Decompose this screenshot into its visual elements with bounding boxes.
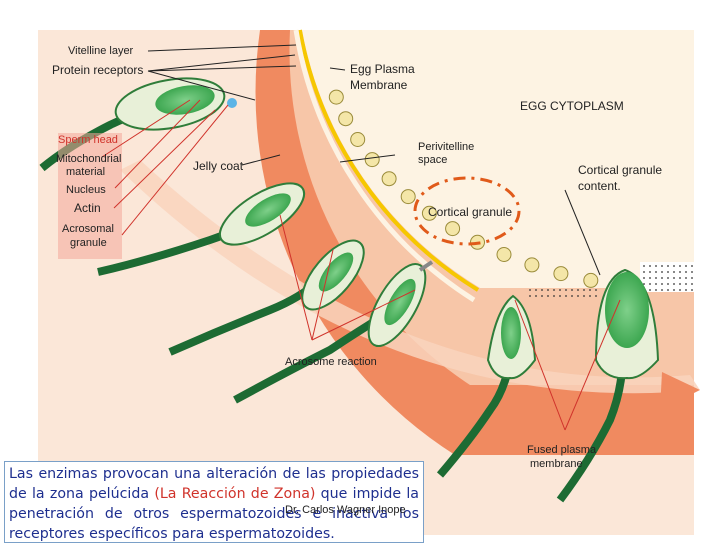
arrow-head <box>660 372 700 410</box>
cortical-granule <box>421 205 437 221</box>
sperm-head-label: Sperm head <box>58 134 118 146</box>
label-pointers <box>147 44 601 276</box>
acrosomal-label-2: granule <box>70 237 107 249</box>
cortical-granule <box>400 189 416 205</box>
sperm-4 <box>233 260 434 404</box>
fused-plasma-label-1: Fused plasma <box>527 444 597 456</box>
cortical-granule <box>350 132 366 147</box>
vitelline-layer-label: Vitelline layer <box>68 45 134 57</box>
cortical-granule <box>583 272 599 288</box>
sperm-head-legend-box <box>58 133 122 259</box>
sperm-5 <box>436 294 537 478</box>
cortical-granule-label: Cortical granule <box>428 205 512 219</box>
egg-plasma-label-1: Egg Plasma <box>350 62 415 76</box>
fused-plasma-label-2: membrane <box>530 458 583 470</box>
cortical-granule <box>328 89 344 105</box>
egg-plasma-label-2: Membrane <box>350 78 408 92</box>
mitochondrial-label-2: material <box>66 166 105 178</box>
sperm-2 <box>97 182 306 276</box>
egg-plasma-membrane <box>298 29 480 292</box>
red-pointers <box>101 99 621 431</box>
sperm-6 <box>556 268 660 503</box>
cortical-granule-content-dots <box>640 262 694 292</box>
perivitelline-label-2: space <box>418 154 447 166</box>
perivitelline-space <box>293 29 476 303</box>
author-credit: Dr. Carlos Wagner Inope <box>285 504 406 516</box>
caption-highlight: (La Reacción de Zona) <box>154 486 316 502</box>
caption-text-2: que impide la penetración de otros esper… <box>9 486 419 542</box>
cortical-granule <box>524 257 540 273</box>
actin-label: Actin <box>74 201 101 215</box>
movement-arrow <box>120 160 700 394</box>
egg-cytoplasm-label: EGG CYTOPLASM <box>520 99 624 113</box>
sperm-3 <box>168 239 365 356</box>
cortical-granule <box>338 111 354 127</box>
cortical-content-label-2: content. <box>578 179 621 193</box>
egg-cytoplasm <box>302 30 694 288</box>
cortical-granule <box>364 152 380 168</box>
caption-text-1: Las enzimas provocan una alteración de l… <box>9 466 419 502</box>
acrosomal-label-1: Acrosomal <box>62 223 114 235</box>
cortical-granule <box>445 221 461 237</box>
cortical-granule <box>381 171 397 187</box>
cortical-granule <box>553 266 569 282</box>
cortical-content-label-1: Cortical granule <box>578 163 662 177</box>
caption-box: Las enzimas provocan una alteración de l… <box>4 461 424 543</box>
mitochondrial-label-1: Mitochondrial <box>56 153 121 165</box>
perivitelline-label-1: Perivitelline <box>418 141 474 153</box>
jelly-coat-label: Jelly coat <box>193 159 244 173</box>
cortical-granule-exocytosis <box>525 286 600 300</box>
cortical-granule-highlight-circle <box>413 176 521 246</box>
cortical-granule <box>496 247 512 262</box>
acrosome-reaction-label: Acrosome reaction <box>285 356 377 368</box>
protein-receptors-label: Protein receptors <box>52 63 143 77</box>
nucleus-label: Nucleus <box>66 184 106 196</box>
